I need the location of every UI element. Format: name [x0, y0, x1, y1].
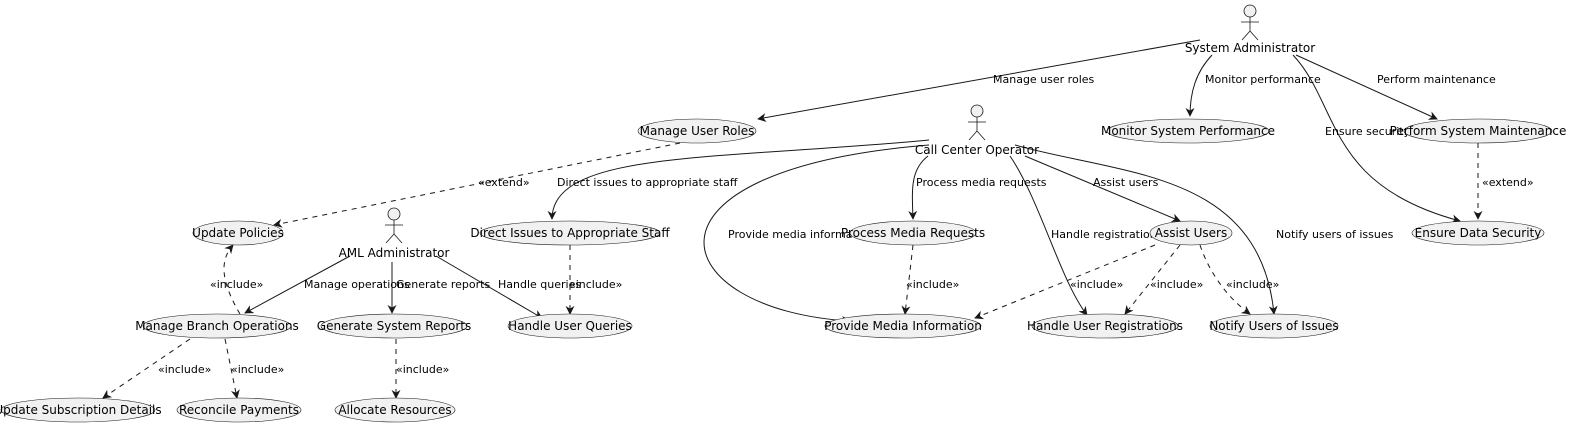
label-extend-security: «extend»: [1482, 176, 1534, 189]
label-notify-users: Notify users of issues: [1276, 228, 1394, 241]
use-case-label: Notify Users of Issues: [1209, 319, 1338, 333]
edge-assist-include-provide: [974, 244, 1156, 320]
edge-branch-include-reconcile: [224, 338, 240, 399]
use-case-label: Process Media Requests: [841, 226, 985, 240]
use-case-label: Manage Branch Operations: [135, 319, 299, 333]
use-case-label: Direct Issues to Appropriate Staff: [470, 226, 670, 240]
use-case-generate-system-reports: Generate System Reports: [317, 313, 471, 339]
edges: [102, 39, 1483, 399]
use-case-label: Ensure Data Security: [1415, 226, 1542, 240]
edge-cc-handle-reg: [1009, 155, 1088, 316]
use-case-allocate-resources: Allocate Resources: [334, 397, 456, 423]
use-case-label: Monitor System Performance: [1101, 124, 1275, 138]
label-monitor-perf: Monitor performance: [1205, 73, 1321, 86]
edge-cc-direct-issues: [547, 139, 930, 220]
actor-call-center-operator: Call Center Operator: [915, 104, 1039, 157]
label-process-media: Process media requests: [916, 176, 1047, 189]
stick-figure-icon: [1241, 4, 1259, 41]
label-manage-roles: Manage user roles: [993, 73, 1095, 86]
label-include-assist-notify: «include»: [1226, 278, 1279, 291]
use-case-assist-users: Assist Users: [1149, 220, 1233, 246]
use-case-label: Update Subscription Details: [0, 403, 162, 417]
use-case-provide-media-information: Provide Media Information: [824, 313, 982, 339]
edge-branch-include-subs: [102, 338, 191, 399]
use-case-handle-user-registrations: Handle User Registrations: [1027, 313, 1183, 339]
label-include-queries: «include»: [569, 278, 622, 291]
edge-cc-assist-users: [1024, 155, 1181, 223]
edge-sysadmin-ensure-security: [1292, 54, 1461, 224]
use-case-manage-branch-operations: Manage Branch Operations: [135, 313, 299, 339]
label-include-assist-media: «include»: [1070, 278, 1123, 291]
use-case-label: Allocate Resources: [338, 403, 451, 417]
label-handle-reg: Handle registrations: [1051, 228, 1163, 241]
use-case-label: Handle User Registrations: [1027, 319, 1183, 333]
edge-process-include-provide: [901, 244, 914, 315]
use-case-label: Generate System Reports: [317, 319, 471, 333]
use-case-update-policies: Update Policies: [192, 220, 284, 246]
label-include-subs: «include»: [158, 363, 211, 376]
label-manage-ops: Manage operations: [304, 278, 410, 291]
edge-assist-include-reg: [1124, 244, 1181, 315]
label-include-reconcile: «include»: [231, 363, 284, 376]
use-case-label: Perform System Maintenance: [1390, 124, 1567, 138]
label-provide-media: Provide media information: [728, 228, 874, 241]
label-perform-maint: Perform maintenance: [1377, 73, 1496, 86]
edge-sysadmin-perform-maint: [1295, 54, 1438, 120]
label-handle-queries: Handle queries: [498, 278, 581, 291]
use-case-update-subscription-details: Update Subscription Details: [0, 397, 162, 423]
edge-aml-manage-branch: [244, 255, 351, 314]
use-case-notify-users-of-issues: Notify Users of Issues: [1209, 313, 1339, 339]
edge-branch-include-policies: [223, 244, 241, 315]
actor-label: AML Administrator: [339, 246, 450, 260]
actor-label: Call Center Operator: [915, 143, 1039, 157]
label-direct-issues: Direct issues to appropriate staff: [557, 176, 738, 189]
use-case-direct-issues: Direct Issues to Appropriate Staff: [470, 220, 670, 246]
label-gen-reports: Generate reports: [396, 278, 490, 291]
actor-label: System Administrator: [1185, 41, 1315, 55]
edge-sysadmin-monitor-perf: [1185, 54, 1213, 117]
edge-sysadmin-manage-roles: [757, 39, 1201, 123]
use-case-perform-system-maintenance: Perform System Maintenance: [1390, 118, 1567, 144]
label-extend-policies: «extend»: [478, 176, 530, 189]
use-case-reconcile-payments: Reconcile Payments: [176, 397, 302, 423]
edge-cc-provide-media: [703, 144, 930, 326]
actor-system-administrator: System Administrator: [1185, 4, 1315, 55]
use-case-label: Reconcile Payments: [179, 403, 299, 417]
use-case-handle-user-queries: Handle User Queries: [507, 313, 633, 339]
label-ensure-security: Ensure security: [1325, 125, 1411, 138]
use-case-label: Handle User Queries: [508, 319, 632, 333]
edge-aml-handle-queries: [435, 255, 543, 319]
use-case-label: Manage User Roles: [640, 124, 755, 138]
stick-figure-icon: [385, 207, 403, 244]
use-case-label: Assist Users: [1155, 226, 1227, 240]
edge-cc-process-media: [908, 155, 929, 220]
use-case-ensure-data-security: Ensure Data Security: [1411, 220, 1545, 246]
label-include-policies: «include»: [210, 278, 263, 291]
use-case-manage-user-roles: Manage User Roles: [637, 118, 757, 144]
use-case-monitor-system-performance: Monitor System Performance: [1101, 118, 1275, 144]
edge-cc-notify-users: [1014, 144, 1278, 315]
use-case-process-media-requests: Process Media Requests: [841, 220, 985, 246]
actor-aml-administrator: AML Administrator: [339, 207, 450, 260]
use-case-label: Provide Media Information: [824, 319, 982, 333]
use-case-label: Update Policies: [192, 226, 284, 240]
label-assist-users: Assist users: [1093, 176, 1159, 189]
edge-labels: Manage user roles Monitor performance Pe…: [158, 73, 1534, 376]
label-include-allocate: «include»: [396, 363, 449, 376]
stick-figure-icon: [968, 104, 986, 141]
label-include-media-info: «include»: [906, 278, 959, 291]
label-include-assist-reg: «include»: [1150, 278, 1203, 291]
